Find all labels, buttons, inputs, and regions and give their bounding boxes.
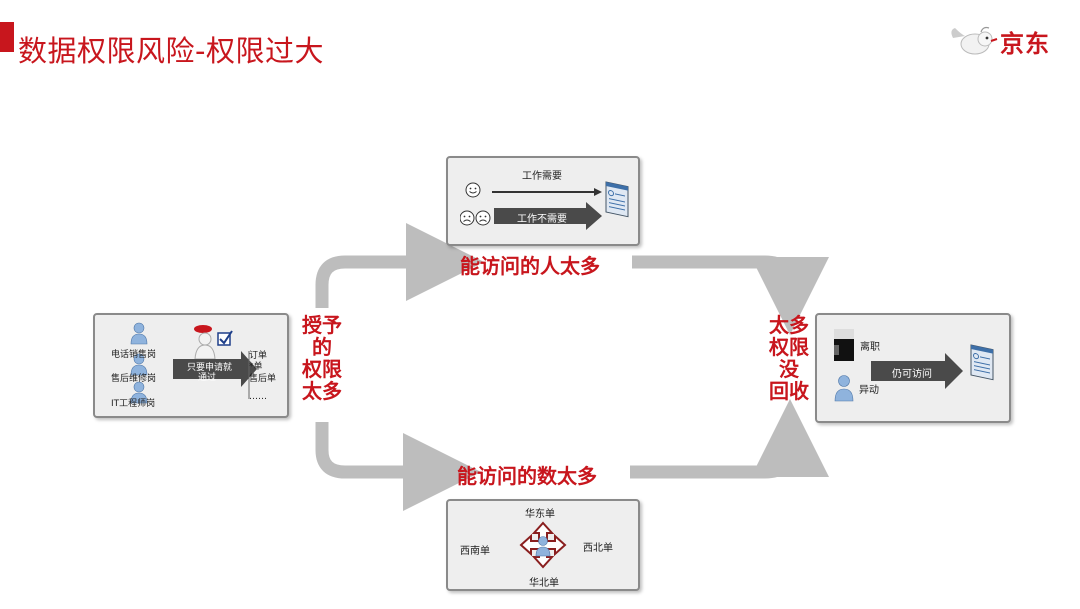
item-label: *单 xyxy=(249,362,263,372)
item-label: 订单 xyxy=(249,351,268,361)
flow-label-left-line: 的 xyxy=(312,335,332,359)
right-panel: 离职 异动 仍可访问 xyxy=(815,313,1011,423)
status-left-label: 离职 xyxy=(860,342,880,353)
region-north-label: 华东单 xyxy=(525,509,555,520)
work-no-need-label: 工作不需要 xyxy=(517,214,567,225)
person-icon xyxy=(834,375,854,402)
approval-label-line2: 通过 xyxy=(198,373,217,383)
flow-label-left: 授予 的 权限 太多 xyxy=(299,314,345,402)
person-icon xyxy=(130,322,148,404)
left-panel: 电话销售岗 售后维修岗 IT工程师岗 只要申请就 通过 订单 *单 售后单 …… xyxy=(93,313,289,418)
role-label: 电话销售岗 xyxy=(111,350,157,360)
person-icon xyxy=(535,536,551,557)
approval-label-line1: 只要申请就 xyxy=(187,363,233,373)
role-label: 售后维修岗 xyxy=(111,374,157,384)
item-label: 售后单 xyxy=(249,374,277,384)
flow-label-right-line: 权限 xyxy=(769,335,809,359)
region-east-label: 西北单 xyxy=(583,543,613,554)
flow-label-right-line: 没 xyxy=(779,357,799,381)
flow-label-right: 太多 权限 没 回收 xyxy=(766,314,812,402)
flow-label-top: 能访问的人太多 xyxy=(460,254,600,278)
sad-faces-icon xyxy=(460,210,491,226)
slide-title: 数据权限风险-权限过大 xyxy=(18,34,324,68)
flow-label-right-line: 回收 xyxy=(769,379,809,403)
flow-arrow-bottom-right xyxy=(630,399,829,479)
smiley-face-icon xyxy=(465,182,481,198)
item-label: …… xyxy=(249,392,267,402)
bottom-panel-graphics xyxy=(519,521,567,569)
status-transfer-label: 异动 xyxy=(859,385,879,396)
top-panel-graphics xyxy=(460,181,629,230)
bottom-panel: 华东单 西南单 西北单 华北单 xyxy=(446,499,640,591)
flow-label-left-line: 授予 xyxy=(302,313,342,337)
title-accent-bar xyxy=(0,22,14,52)
role-label: IT工程师岗 xyxy=(111,399,156,409)
flow-label-left-line: 权限 xyxy=(302,357,342,381)
flow-arrow-top-left xyxy=(315,223,484,308)
jd-dog-icon xyxy=(951,26,998,55)
region-west-label: 西南单 xyxy=(460,546,490,557)
still-access-label: 仍可访问 xyxy=(892,369,932,380)
flow-label-right-line: 太多 xyxy=(769,313,809,337)
region-south-label: 华北单 xyxy=(529,578,559,589)
left-panel-graphics xyxy=(130,322,257,404)
flow-label-bottom: 能访问的数太多 xyxy=(457,464,597,488)
flow-label-left-line: 太多 xyxy=(302,379,342,403)
right-panel-graphics xyxy=(834,329,994,402)
logo-text: 京东 xyxy=(1000,30,1050,58)
redacted-person-icon xyxy=(834,329,854,361)
flow-arrow-bottom-left xyxy=(315,422,481,511)
stamp-approval-icon xyxy=(194,325,216,360)
jd-logo: 京东 xyxy=(945,20,1060,60)
document-window-icon xyxy=(605,181,629,218)
document-window-icon xyxy=(970,344,994,381)
flow-arrow-top-right xyxy=(632,255,829,335)
work-need-label: 工作需要 xyxy=(522,171,562,182)
top-panel: 工作需要 工作不需要 xyxy=(446,156,640,246)
checkbox-icon xyxy=(217,330,233,346)
